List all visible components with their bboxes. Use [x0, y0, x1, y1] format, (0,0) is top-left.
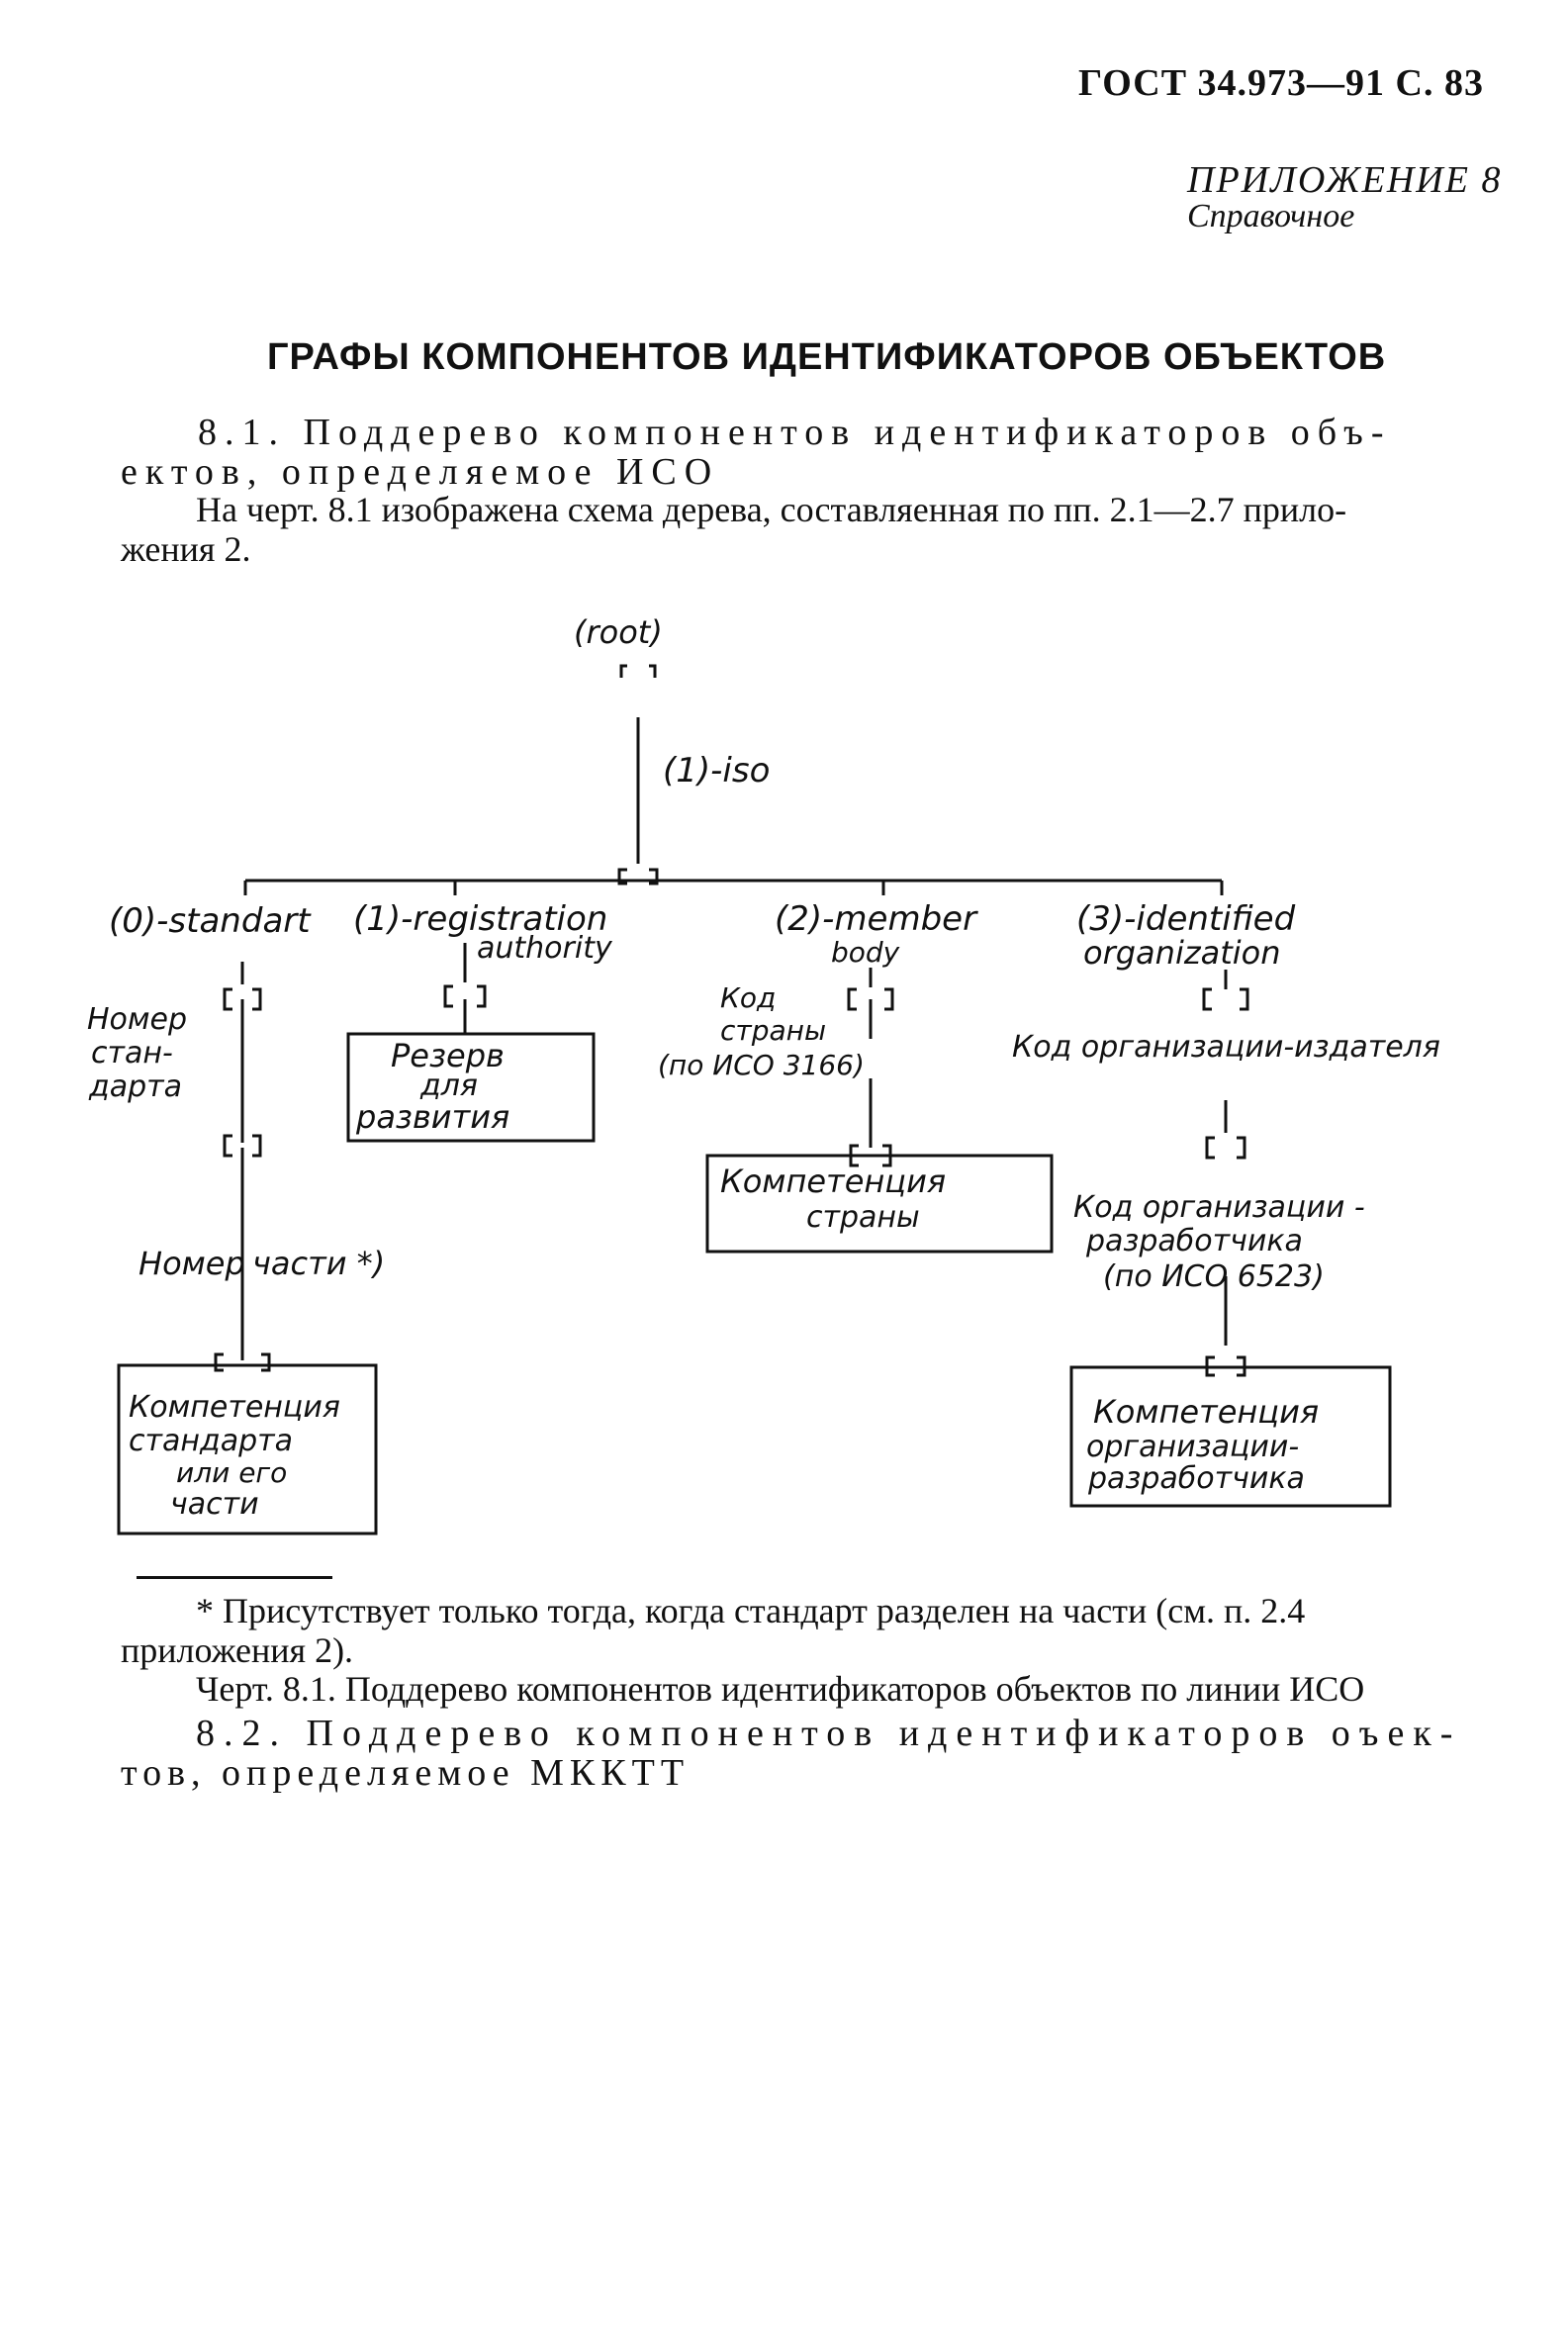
standard-box-line1: Компетенция: [129, 1390, 340, 1425]
developer-box-line1: Компетенция: [1093, 1393, 1319, 1431]
reserve-box-line3: развития: [355, 1098, 509, 1136]
section1-heading-line2: ектов, определяемое ИСО: [121, 451, 720, 493]
part-node-bracket: [214, 1352, 271, 1372]
box-standard: [117, 1363, 378, 1535]
part-number-label-1: Номер: [138, 1245, 245, 1282]
branch-standard-label: (0)-standart: [109, 901, 312, 941]
branch-member-label-2: body: [831, 936, 900, 969]
iso-subtree-diagram: (root) (1)-iso (0)-standart (1)-registra…: [0, 594, 1568, 1563]
registration-node-bracket: [443, 984, 487, 1008]
country-box-line1: Компетенция: [720, 1162, 946, 1200]
page-title: ГРАФЫ КОМПОНЕНТОВ ИДЕНТИФИКАТОРОВ ОБЪЕКТ…: [267, 336, 1387, 378]
developer-box-line2: организации-: [1086, 1430, 1299, 1464]
standard-header: ГОСТ 34.973—91 С. 83: [1078, 62, 1484, 104]
footnote-line2: приложения 2).: [121, 1630, 354, 1670]
reserve-box-line1: Резерв: [391, 1037, 505, 1074]
standard-box-line4: части: [170, 1487, 259, 1522]
section2-heading-line1: 8.2. Поддерево компонентов идентификатор…: [196, 1713, 1462, 1754]
tree-lines: [117, 664, 1392, 1535]
org-code-label: Код организации-издателя: [1012, 1030, 1440, 1065]
branch-identified-label-1: (3)-identified: [1076, 899, 1296, 939]
standard-number-node-bracket: [223, 1134, 262, 1158]
section1-paragraph-line2: жения 2.: [121, 529, 251, 569]
iso-subtree-svg: (root) (1)-iso (0)-standart (1)-registra…: [87, 613, 1440, 1535]
section2-heading-line2: тов, определяемое МККТТ: [121, 1752, 691, 1794]
section1-paragraph-line1: На черт. 8.1 изображена схема дерева, со…: [196, 490, 1347, 529]
dev-code-label-2: разработчика: [1085, 1224, 1303, 1258]
iso-arc-label: (1)-iso: [663, 751, 770, 790]
reserve-box-line2: для: [419, 1069, 478, 1103]
standard-node-bracket: [223, 987, 262, 1011]
part-number-label-2: части *): [252, 1245, 385, 1282]
developer-box-line3: разработчика: [1087, 1461, 1305, 1496]
dev-code-label-3: (по ИСО 6523): [1103, 1259, 1325, 1294]
root-label: (root): [574, 613, 663, 651]
dev-code-label-1: Код организации -: [1073, 1190, 1365, 1225]
standard-box-line3: или его: [176, 1456, 287, 1489]
standard-number-label-3: дарта: [88, 1070, 182, 1104]
member-node-bracket: [847, 987, 894, 1011]
section1-heading-line1: 8.1. Поддерево компонентов идентификатор…: [198, 412, 1392, 453]
appendix-title: ПРИЛОЖЕНИЕ 8: [1187, 159, 1503, 201]
footnote-rule: [137, 1576, 332, 1579]
country-box-line2: страны: [806, 1200, 920, 1235]
country-code-label-2: страны: [720, 1014, 826, 1047]
figure-caption: Черт. 8.1. Поддерево компонентов идентиф…: [196, 1669, 1365, 1709]
box-developer: [1069, 1365, 1392, 1508]
country-code-label-1: Код: [720, 981, 776, 1014]
branch-member-label-1: (2)-member: [775, 899, 978, 939]
org-node-bracket: [1205, 1136, 1246, 1160]
box-country: [705, 1154, 1054, 1254]
branch-registration-label-2: authority: [477, 931, 613, 966]
iso-node-bracket: [617, 868, 659, 885]
standard-box-line2: стандарта: [129, 1424, 293, 1458]
standard-number-label-1: Номер: [87, 1002, 187, 1037]
box-reserve: [346, 1032, 596, 1143]
root-node-bracket: [619, 664, 657, 678]
standard-number-label-2: стан-: [91, 1036, 173, 1070]
footnote-line1: * Присутствует только тогда, когда станд…: [196, 1591, 1306, 1630]
branch-registration-label-1: (1)-registration: [353, 899, 607, 939]
branch-identified-label-2: organization: [1083, 934, 1281, 972]
country-code-label-3: (по ИСО 3166): [658, 1049, 865, 1081]
appendix-kind: Справочное: [1187, 198, 1355, 234]
identified-node-bracket: [1202, 987, 1249, 1011]
